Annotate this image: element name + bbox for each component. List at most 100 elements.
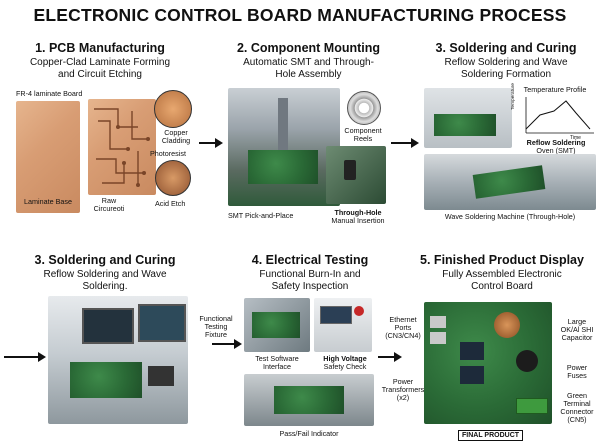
label-fixture: Fixture [205, 330, 227, 339]
label-cladding: Cladding [161, 136, 191, 145]
label-connector: Connector [560, 407, 594, 416]
arrow-head-icon [38, 352, 46, 362]
label-smt-pick-place: SMT Pick-and-Place [228, 211, 294, 220]
label-power-trans: Power [392, 377, 414, 386]
step-2-desc-line2: Hole Assembly [275, 69, 342, 80]
capacitor-component [344, 160, 356, 180]
green-terminal [516, 398, 548, 414]
reflow-oven-image [424, 88, 512, 148]
step-2-title: 2. Component Mounting [236, 41, 381, 55]
pcb-under-test [70, 362, 142, 398]
step-4-desc-line1: Functional Burn-In and [259, 269, 361, 280]
label-reflow-oven-1: Reflow Soldering [526, 138, 586, 147]
red-knob [354, 306, 364, 316]
smt-machine-image [228, 88, 340, 206]
label-laminate-base: Laminate Base [24, 197, 72, 206]
step-3b-title: 3. Soldering and Curing [34, 253, 176, 267]
final-product-badge: FINAL PRODUCT [458, 430, 524, 441]
arrow-right-icon [199, 142, 217, 144]
step-3-desc-line1: Reflow Soldering and Wave [444, 57, 568, 68]
label-reflow-oven-2: Oven (SMT) [536, 146, 576, 155]
label-raw-circuit-2: Circureoti [93, 204, 125, 213]
step-3-title: 3. Soldering and Curing [435, 41, 577, 55]
step-3b-desc-line2: Soldering. [82, 281, 128, 292]
arrow-head-icon [234, 339, 242, 349]
step-2-desc-line1: Automatic SMT and Through- [243, 57, 374, 68]
etched-circuit-board-image [88, 99, 156, 195]
tester-display [320, 306, 352, 324]
label-capacitor: Capacitor [561, 333, 593, 342]
label-temp-axis: Temperature [511, 83, 516, 110]
temperature-line-chart-icon [525, 97, 594, 134]
step-1-title: 1. PCB Manufacturing [35, 41, 165, 55]
laminate-board-image [16, 101, 80, 213]
label-ports: Ports [394, 323, 412, 332]
label-testing: Testing [204, 322, 228, 331]
step-5-desc-line2: Control Board [471, 281, 533, 292]
arrow-right-icon [378, 356, 396, 358]
label-green: Green [567, 391, 587, 400]
hv-tester-image [314, 298, 372, 352]
label-large: Large [567, 317, 587, 326]
test-fixture-image [244, 298, 310, 352]
label-temperature-profile: Temperature Profile [523, 85, 587, 94]
label-reels: Reels [353, 134, 373, 143]
ethernet-port-2 [430, 332, 446, 344]
board-on-wave [472, 165, 546, 199]
arrow-right-icon [391, 142, 413, 144]
label-cn5: (CN5) [567, 415, 587, 424]
step-4-title: 4. Electrical Testing [251, 253, 369, 267]
fixture-board [252, 312, 300, 338]
transformer-2 [460, 366, 484, 384]
label-wave-soldering: Wave Soldering Machine (Through-Hole) [444, 212, 576, 221]
label-pass-fail: Pass/Fail Indicator [279, 429, 339, 438]
ethernet-port-1 [430, 316, 446, 328]
pcb-on-line [248, 150, 318, 184]
placement-head [278, 98, 288, 150]
label-through-hole: Through-Hole [334, 208, 382, 217]
monitor-left [82, 308, 134, 344]
component-reel-icon [347, 91, 381, 125]
acid-etch-zoom-circle-icon [155, 160, 191, 196]
through-hole-image [326, 146, 386, 204]
step-5-desc-line1: Fully Assembled Electronic [442, 269, 562, 280]
label-ethernet: Ethernet [389, 315, 417, 324]
label-manual-insertion: Manual Insertion [331, 216, 385, 225]
circuit-traces-icon [94, 108, 150, 187]
label-time-axis: Time [570, 135, 581, 141]
wave-soldering-image [424, 154, 596, 210]
label-test-software: Test Software [255, 354, 299, 363]
label-power-fuses: Power [566, 363, 588, 372]
label-fuses: Fuses [567, 371, 587, 380]
step-1-desc-line1: Copper-Clad Laminate Forming [29, 57, 171, 68]
label-raw-circuit-1: Raw [101, 196, 117, 205]
label-acid-etch: Acid Etch [155, 199, 186, 208]
label-x2: (x2) [396, 393, 410, 402]
label-safety-check: Safety Check [323, 362, 367, 371]
arrow-head-icon [411, 138, 419, 148]
large-capacitor [516, 350, 538, 372]
label-functional: Functional [199, 314, 233, 323]
transformer-1 [460, 342, 484, 360]
step-5-title: 5. Finished Product Display [420, 253, 584, 267]
page-title: ELECTRONIC CONTROL BOARD MANUFACTURING P… [33, 5, 567, 25]
label-ok-al-shi: OK/Al SHI [560, 325, 594, 334]
arrow-head-icon [215, 138, 223, 148]
copper-zoom-circle-icon [154, 90, 192, 128]
soldering-station-image [48, 296, 188, 424]
label-copper: Copper [164, 128, 188, 137]
copper-coil [494, 312, 520, 338]
step-1-desc-line2: and Circuit Etching [58, 69, 142, 80]
board-pass-fail [274, 386, 344, 414]
equipment-box [148, 366, 174, 386]
board-in-oven [434, 114, 496, 136]
label-component: Component [344, 126, 382, 135]
arrow-right-icon [4, 356, 40, 358]
label-high-voltage: High Voltage [323, 354, 367, 363]
label-photoresist: Photoresist [150, 149, 186, 158]
step-4-desc-line2: Safety Inspection [271, 281, 349, 292]
label-cn3-cn4: (CN3/CN4) [385, 331, 421, 340]
arrow-right-icon [212, 343, 236, 345]
label-transformers: Transformers [381, 385, 425, 394]
label-interface: Interface [263, 362, 291, 371]
